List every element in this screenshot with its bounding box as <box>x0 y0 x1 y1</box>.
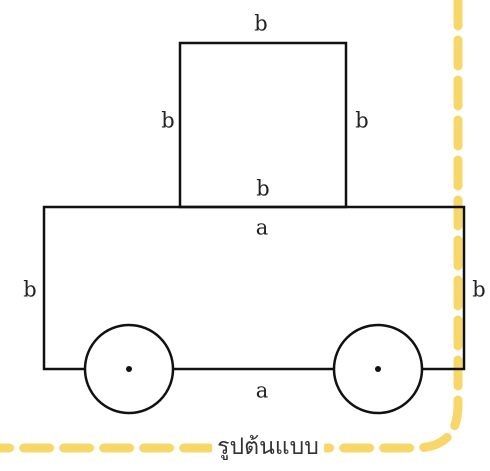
label-body-top: a <box>255 215 269 240</box>
label-square-left: b <box>161 108 175 133</box>
label-body-bottom: a <box>255 378 269 403</box>
label-body-left: b <box>23 277 37 302</box>
label-square-top: b <box>254 11 268 36</box>
right-wheel-center-dot <box>375 366 381 372</box>
label-body-right: b <box>472 277 486 302</box>
body-rectangle <box>42 205 466 371</box>
label-square-right: b <box>355 108 369 133</box>
label-square-bottom: b <box>256 176 270 201</box>
left-wheel-center-dot <box>126 366 132 372</box>
dashed-frame-border <box>0 0 463 453</box>
diagram-caption: รูปต้นแบบ <box>212 429 324 465</box>
